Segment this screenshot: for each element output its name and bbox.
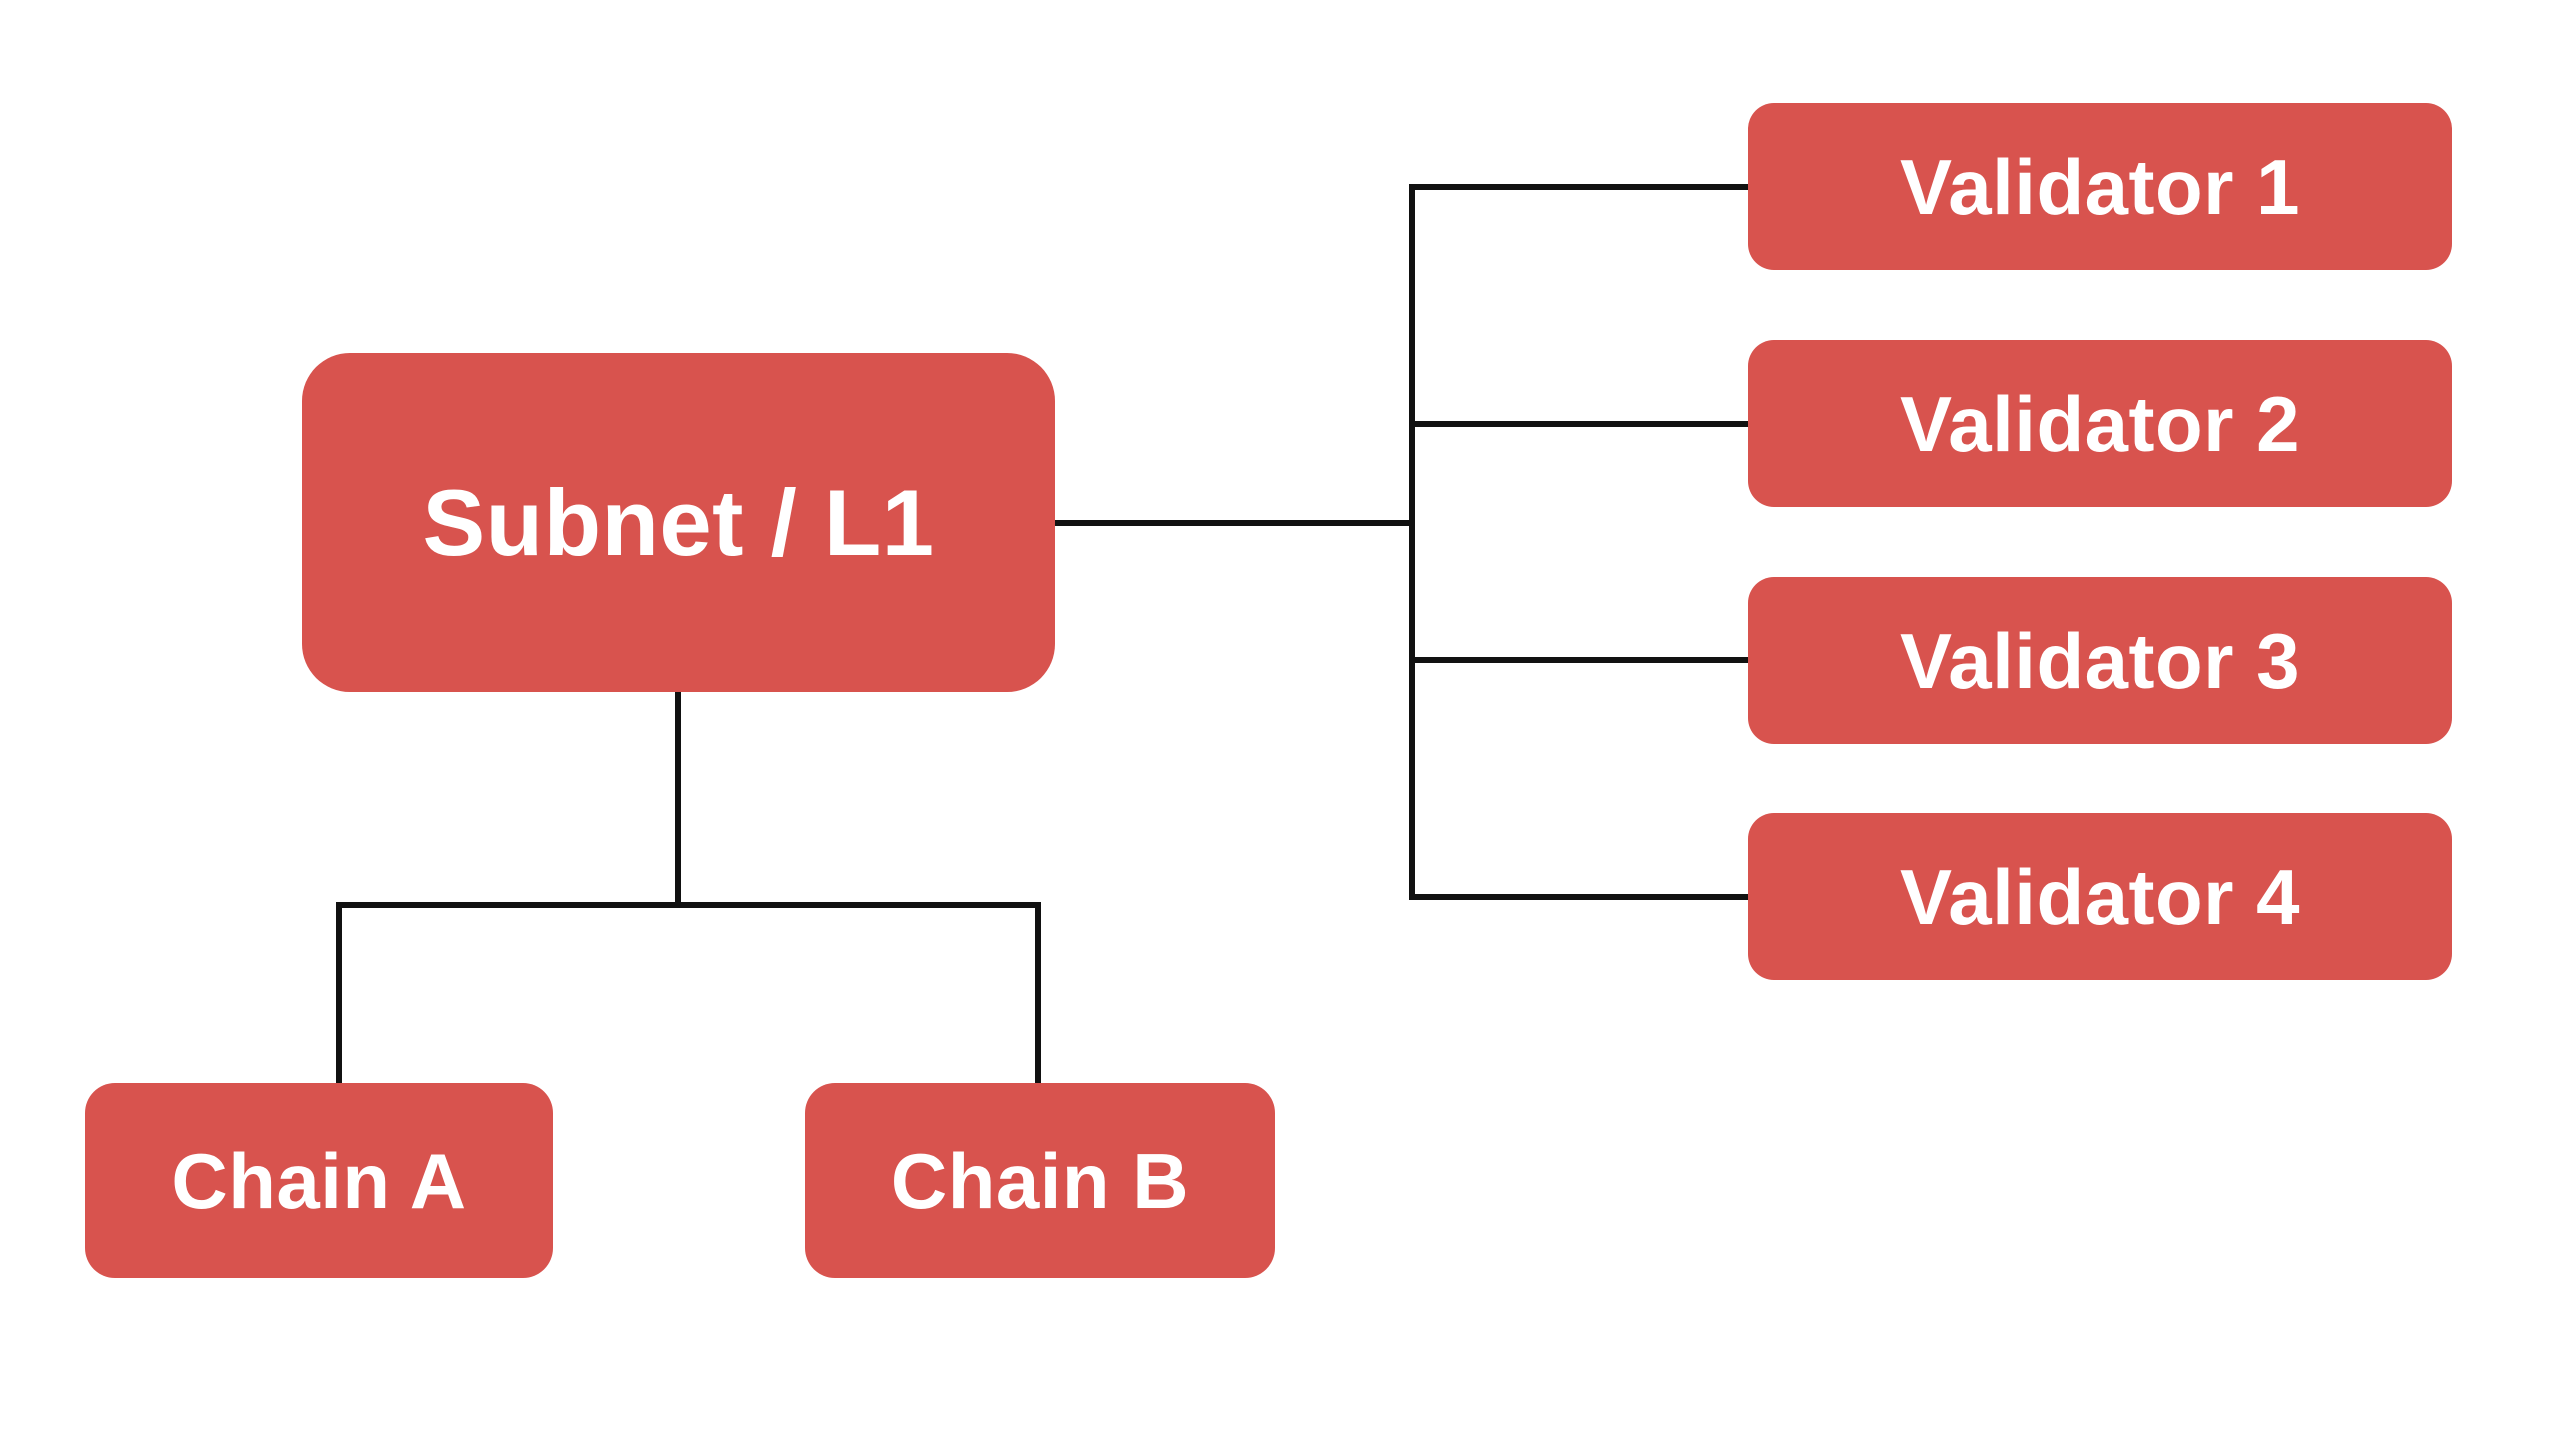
node-chain-a: Chain A [85, 1083, 553, 1278]
node-validator-2-label: Validator 2 [1900, 379, 2300, 468]
node-subnet-l1-label: Subnet / L1 [422, 469, 935, 575]
node-validator-2: Validator 2 [1748, 340, 2452, 507]
node-validator-1: Validator 1 [1748, 103, 2452, 270]
node-validator-3-label: Validator 3 [1900, 616, 2300, 705]
node-chain-b-label: Chain B [890, 1136, 1190, 1225]
node-validator-3: Validator 3 [1748, 577, 2452, 744]
node-validator-4-label: Validator 4 [1900, 852, 2300, 941]
node-subnet-l1: Subnet / L1 [302, 353, 1055, 692]
node-validator-1-label: Validator 1 [1900, 142, 2300, 231]
node-chain-a-label: Chain A [171, 1136, 467, 1225]
node-chain-b: Chain B [805, 1083, 1275, 1278]
node-validator-4: Validator 4 [1748, 813, 2452, 980]
